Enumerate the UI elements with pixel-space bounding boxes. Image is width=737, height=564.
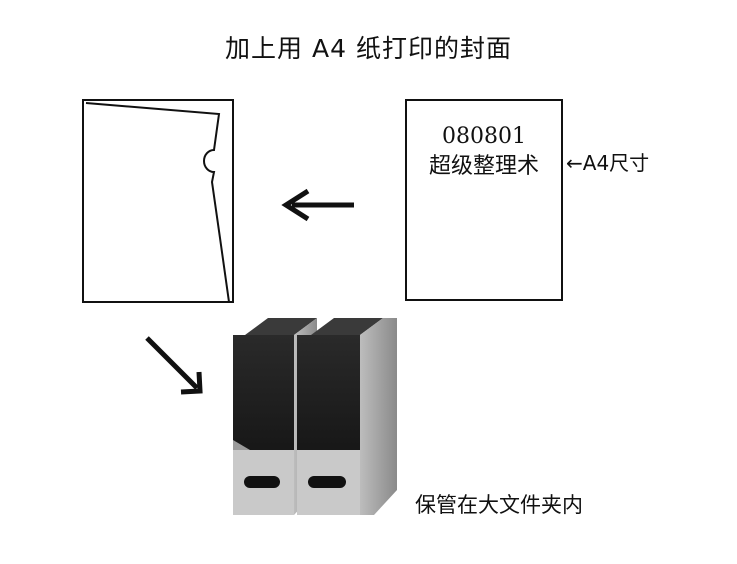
folder-back-sheet [82,99,234,303]
diagram-title: 加上用 A4 纸打印的封面 [225,34,512,63]
folder-front-flap [85,102,230,303]
arrow-left-icon [281,188,354,222]
a4-cover-sheet [405,99,563,301]
storage-note: 保管在大文件夹内 [415,493,583,517]
arrow-down-right-icon [145,336,203,395]
file-box-icon [233,318,397,515]
a4-size-note: ←A4尺寸 [566,151,650,175]
cover-label: 超级整理术 [428,154,539,179]
cover-code: 080801 [442,124,526,149]
file-box-right [297,318,397,515]
clear-folder-icon [82,99,234,303]
